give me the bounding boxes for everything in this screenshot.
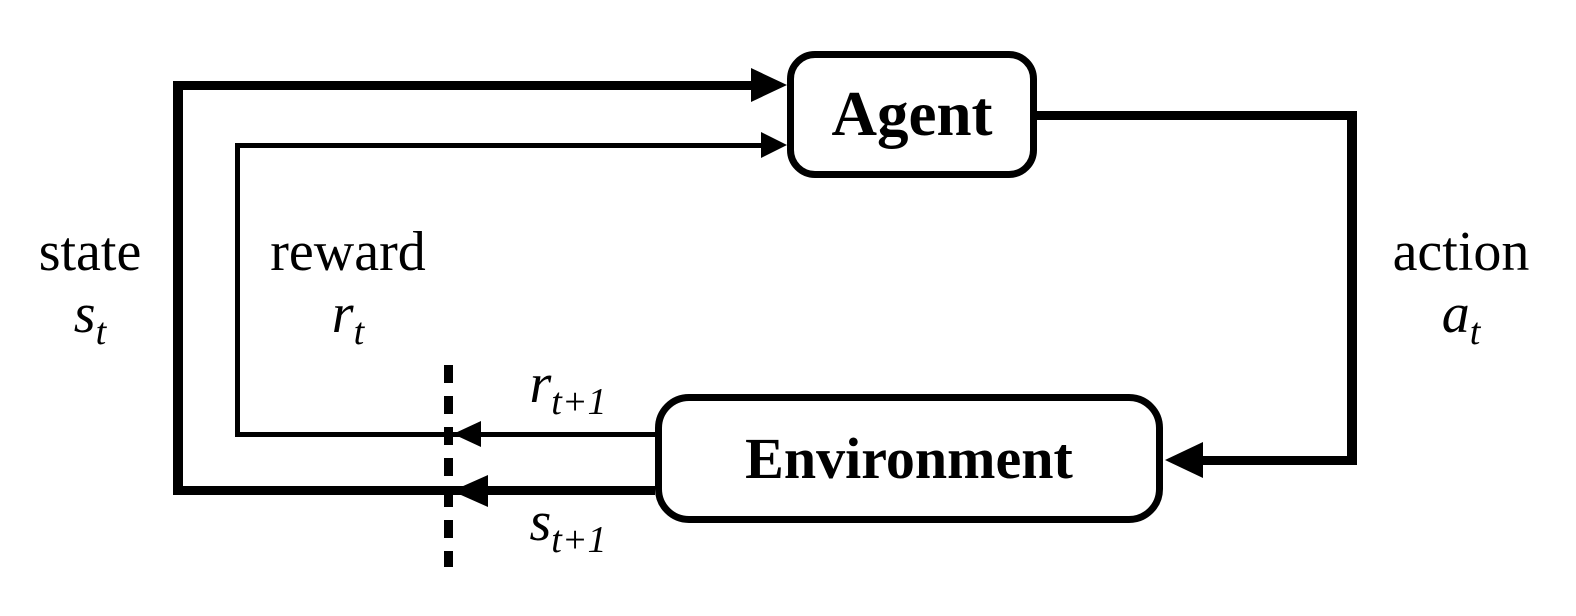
state-line-top [173,81,753,90]
action-line-vertical [1347,111,1357,465]
next-reward-symbol-subscript: t+1 [551,381,607,424]
state-arrowhead-into-agent-icon [751,68,787,102]
action-symbol-base: a [1441,283,1470,345]
reward-symbol-base: r [331,283,354,345]
action-symbol-subscript: t [1469,311,1481,354]
next-reward-arrowhead-icon [453,421,481,447]
action-label: action [1392,221,1530,283]
environment-label: Environment [745,426,1073,491]
next-reward-symbol: rt+1 [498,353,638,421]
state-label: state [38,221,142,283]
next-state-symbol: st+1 [498,491,638,559]
reward-arrowhead-into-agent-icon [761,132,787,158]
state-line-bottom [173,486,655,495]
reward-line-vertical [235,143,240,437]
state-symbol-base: s [73,283,96,345]
next-reward-symbol-base: r [529,353,552,415]
next-state-symbol-subscript: t+1 [551,519,607,562]
action-line-top [1037,111,1357,120]
reward-symbol: rt [248,283,448,351]
next-state-symbol-base: s [529,491,552,553]
reward-line-top [235,143,761,148]
reward-label: reward [270,221,426,283]
state-line-vertical [173,81,183,495]
state-symbol: st [8,283,172,351]
next-state-arrowhead-icon [452,475,488,507]
time-step-boundary-dashed-line [444,365,453,567]
action-symbol: at [1368,283,1554,351]
state-symbol-subscript: t [95,311,107,354]
environment-node: Environment [655,394,1163,523]
action-arrowhead-into-environment-icon [1165,442,1203,478]
agent-node: Agent [787,51,1037,178]
action-line-bottom [1200,456,1357,465]
agent-label: Agent [831,79,993,149]
reward-symbol-subscript: t [353,311,365,354]
